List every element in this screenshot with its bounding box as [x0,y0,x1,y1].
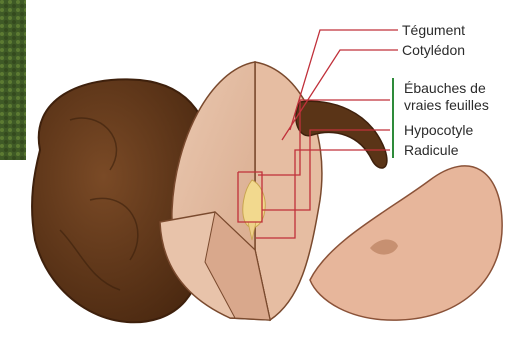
seed-half-shell [310,166,502,320]
label-radicule: Radicule [404,142,458,158]
label-hypocotyle: Hypocotyle [404,122,473,138]
label-ebauches-line1: Ébauches de [404,80,486,96]
background-foliage [0,0,26,160]
label-ebauches-line2: vraies feuilles [404,97,489,113]
label-cotyledon: Cotylédon [402,42,465,58]
label-tegument: Tégument [402,22,465,38]
seed-half-right [310,166,502,320]
